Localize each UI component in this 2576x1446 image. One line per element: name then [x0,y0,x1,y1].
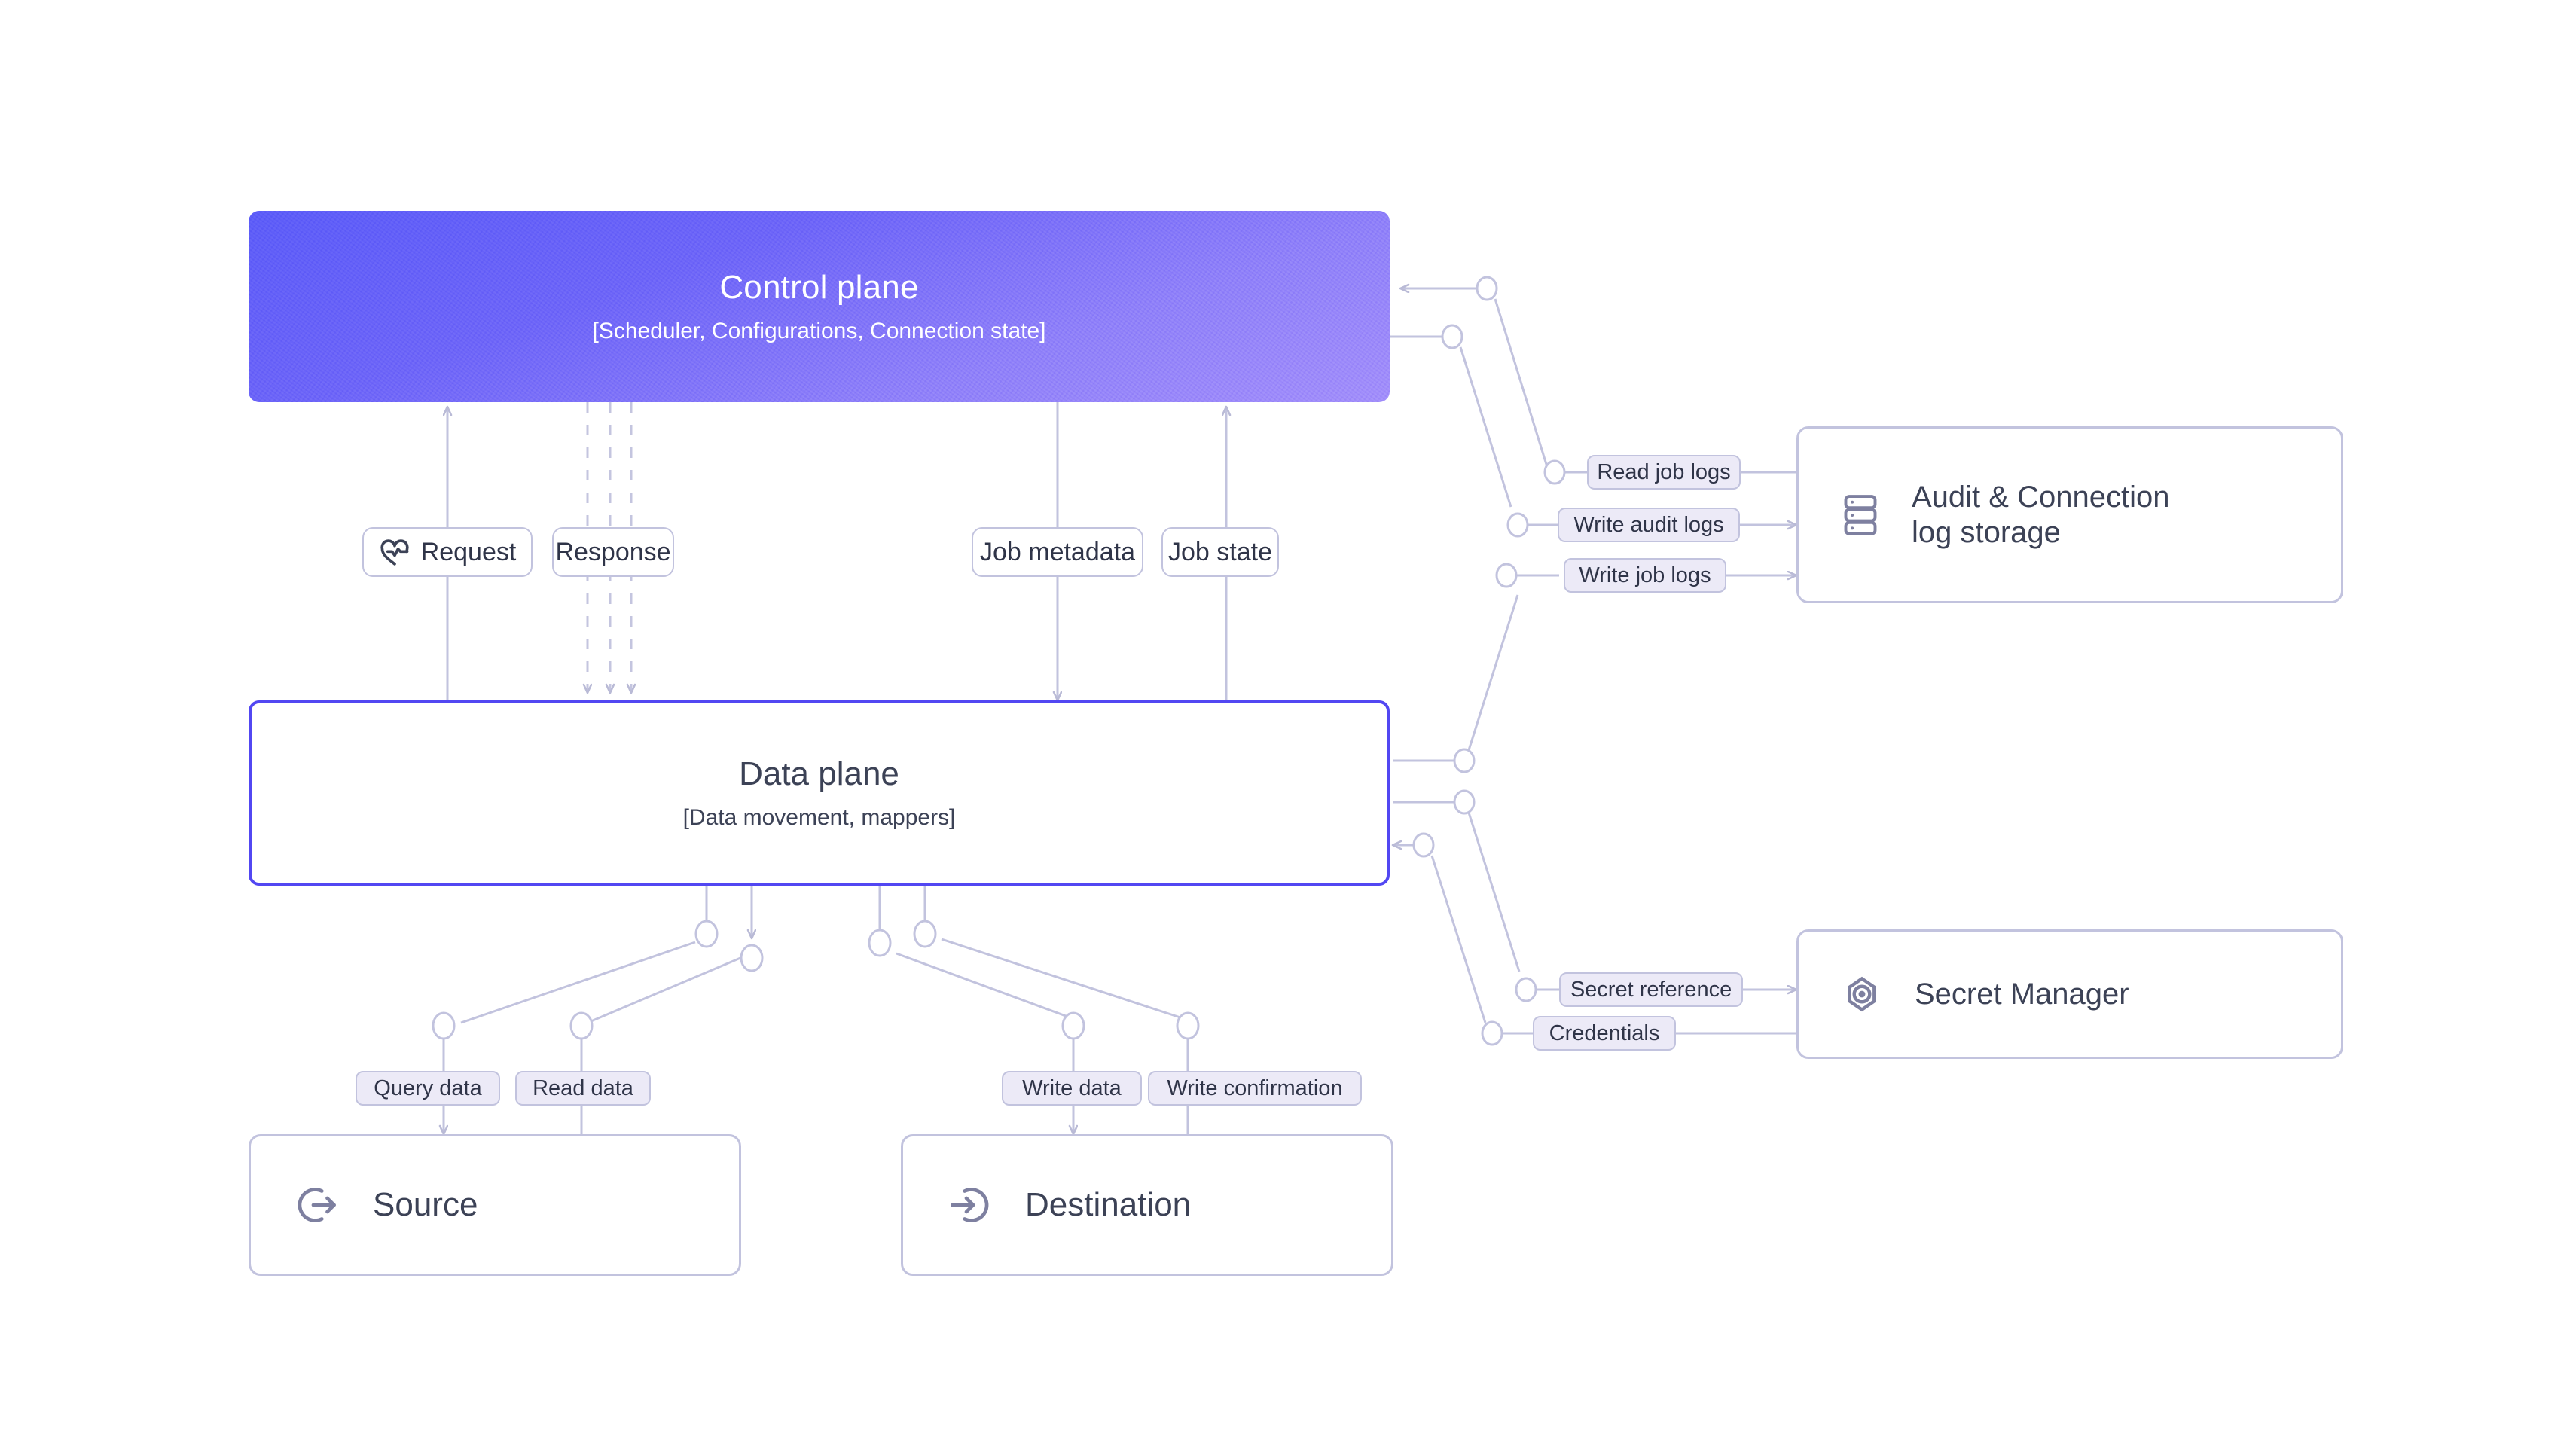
heart-pulse-icon [379,538,411,566]
source-card[interactable]: Source [249,1134,741,1276]
junction-node [1441,324,1463,349]
chip-job-state[interactable]: Job state [1161,527,1279,577]
junction-node [1453,789,1476,815]
secret-manager-label: Secret Manager [1915,977,2129,1011]
chip-request[interactable]: Request [362,527,533,577]
chip-credentials-label: Credentials [1549,1020,1660,1045]
chip-response[interactable]: Response [552,527,674,577]
control-plane-box[interactable]: Control plane [Scheduler, Configurations… [249,211,1390,402]
junction-node [1481,1020,1503,1046]
chip-secret-reference-label: Secret reference [1570,977,1732,1002]
log-in-arrow-icon [947,1182,992,1228]
source-label: Source [373,1186,478,1224]
chip-write-data[interactable]: Write data [1002,1071,1142,1106]
chip-read-job-logs[interactable]: Read job logs [1587,455,1741,490]
wire-writejob-diag [1467,594,1519,751]
junction-node [1412,832,1435,858]
junction-node [694,920,719,948]
control-plane-subtitle: [Scheduler, Configurations, Connection s… [592,319,1046,343]
junction-node [913,920,937,948]
eye-target-icon [1841,973,1883,1015]
junction-node [1495,563,1518,588]
destination-label: Destination [1025,1186,1192,1224]
data-plane-box[interactable]: Data plane [Data movement, mappers] [249,700,1390,886]
chip-write-audit-logs-label: Write audit logs [1573,512,1724,537]
junction-node [569,1011,594,1040]
audit-log-storage-card[interactable]: Audit & Connection log storage [1796,426,2343,603]
chip-request-label: Request [420,537,517,566]
audit-card-label-line2: log storage [1912,515,2061,549]
chip-read-data[interactable]: Read data [515,1071,651,1106]
chip-job-state-label: Job state [1168,537,1272,566]
wire-credentials-diag [1430,855,1487,1023]
junction-node [1453,748,1476,773]
data-plane-title: Data plane [739,755,899,792]
chip-secret-reference[interactable]: Secret reference [1559,972,1743,1007]
junction-node [1476,276,1498,301]
chip-query-data[interactable]: Query data [356,1071,500,1106]
chip-credentials[interactable]: Credentials [1533,1016,1676,1051]
wire-writedata-diag [896,952,1073,1020]
junction-node [1543,459,1566,485]
chip-write-job-logs[interactable]: Write job logs [1564,558,1726,593]
chip-read-job-logs-label: Read job logs [1597,459,1731,484]
control-plane-title: Control plane [719,269,919,306]
junction-node [1176,1011,1200,1040]
log-out-arrow-icon [295,1182,340,1228]
chip-write-confirmation[interactable]: Write confirmation [1148,1071,1362,1106]
wire-secretref-diag [1467,812,1521,972]
wire-writeconf-diag [941,938,1183,1020]
chip-write-job-logs-label: Write job logs [1579,563,1711,587]
junction-node [868,929,892,957]
chip-query-data-label: Query data [374,1075,482,1100]
destination-card[interactable]: Destination [901,1134,1393,1276]
chip-write-data-label: Write data [1022,1075,1122,1100]
chip-write-audit-logs[interactable]: Write audit logs [1558,508,1740,542]
junction-node [432,1011,456,1040]
junction-node [1061,1011,1085,1040]
wire-writeaudit-diag [1459,346,1512,508]
wire-readdata-diag [587,956,741,1024]
secret-manager-card[interactable]: Secret Manager [1796,929,2343,1059]
wire-query-diag [460,941,696,1024]
audit-card-label-line1: Audit & Connection [1912,480,2170,514]
junction-node [1506,512,1529,538]
wire-readlogs-diag [1494,298,1549,470]
chip-write-confirmation-label: Write confirmation [1167,1075,1343,1100]
junction-node [1515,977,1537,1002]
server-stack-icon [1841,492,1880,538]
data-plane-subtitle: [Data movement, mappers] [682,805,956,830]
chip-job-metadata-label: Job metadata [979,537,1136,566]
chip-read-data-label: Read data [533,1075,633,1100]
chip-response-label: Response [555,537,671,566]
junction-node [740,944,764,972]
chip-job-metadata[interactable]: Job metadata [972,527,1143,577]
